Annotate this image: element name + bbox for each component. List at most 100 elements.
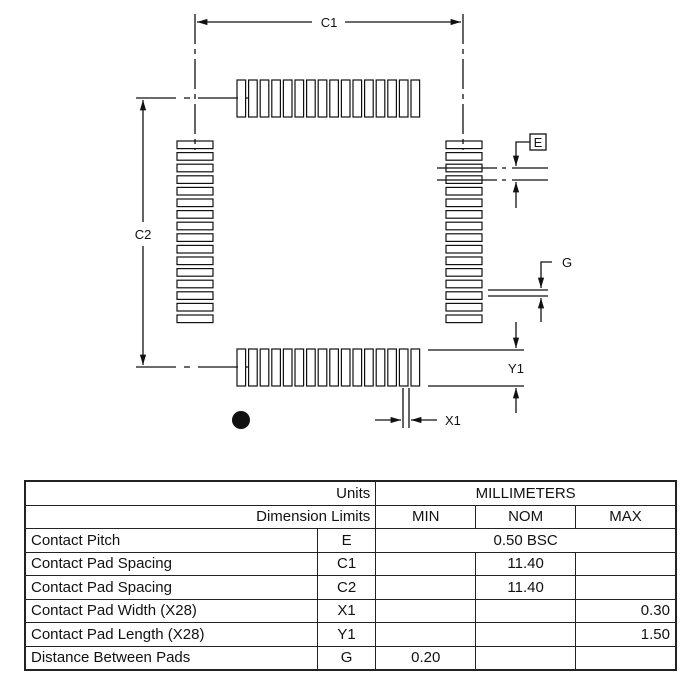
row-max: 0.30 bbox=[575, 598, 677, 623]
limits-label: Dimension Limits bbox=[24, 504, 377, 529]
pad-bottom bbox=[236, 348, 247, 387]
pad-left bbox=[176, 279, 214, 289]
pad-left bbox=[176, 233, 214, 243]
pad-bottom bbox=[352, 348, 363, 387]
pad-left bbox=[176, 210, 214, 219]
pad-left bbox=[176, 198, 214, 208]
row-min bbox=[375, 622, 477, 647]
pad-top bbox=[259, 79, 270, 118]
pad-right bbox=[445, 302, 483, 312]
pad-right bbox=[445, 140, 483, 150]
table-row: Contact Pad Width (X28) X1 0.30 bbox=[24, 598, 677, 623]
pad-bottom bbox=[375, 348, 386, 387]
row-symbol: C2 bbox=[316, 575, 377, 600]
pad-top bbox=[387, 79, 397, 118]
pad-bottom bbox=[271, 348, 281, 387]
label-e: E bbox=[534, 135, 543, 150]
row-symbol: C1 bbox=[316, 551, 377, 576]
pad-top bbox=[236, 79, 247, 118]
table-row: Contact Pitch E 0.50 BSC bbox=[24, 528, 677, 553]
col-nom: NOM bbox=[475, 504, 577, 529]
pad-right bbox=[445, 279, 483, 289]
pad-bottom bbox=[364, 348, 374, 387]
pad-top bbox=[282, 79, 293, 118]
row-name: Contact Pad Spacing bbox=[24, 551, 318, 576]
pad-bottom bbox=[306, 348, 316, 387]
pad-right bbox=[445, 314, 483, 324]
pad-top bbox=[306, 79, 316, 118]
pad-left bbox=[176, 221, 214, 231]
pad-bottom bbox=[317, 348, 328, 387]
row-min bbox=[375, 598, 477, 623]
pad-bottom bbox=[340, 348, 351, 387]
pad-top bbox=[352, 79, 363, 118]
land-pattern-diagram: C1 C2 E G Y1 X1 bbox=[135, 14, 572, 429]
pad-top bbox=[271, 79, 281, 118]
row-nom bbox=[475, 645, 577, 671]
pad-left bbox=[176, 152, 214, 161]
pad-left bbox=[176, 186, 214, 196]
table-header-limits: Dimension Limits MIN NOM MAX bbox=[24, 504, 677, 529]
pad-left bbox=[176, 268, 214, 277]
row-symbol: G bbox=[316, 645, 377, 671]
pad-top bbox=[398, 79, 409, 118]
dimension-lines bbox=[136, 14, 552, 428]
row-nom bbox=[475, 598, 577, 623]
col-max: MAX bbox=[575, 504, 677, 529]
label-c1: C1 bbox=[321, 15, 338, 30]
pad-left bbox=[176, 163, 214, 173]
pad-bottom bbox=[387, 348, 397, 387]
pad-right bbox=[445, 268, 483, 277]
pad-left bbox=[176, 314, 214, 324]
row-nom: 11.40 bbox=[475, 575, 577, 600]
pad-right bbox=[445, 210, 483, 219]
pad-left bbox=[176, 302, 214, 312]
row-max bbox=[575, 645, 677, 671]
col-min: MIN bbox=[375, 504, 477, 529]
row-value: 0.50 BSC bbox=[375, 528, 677, 553]
table-row: Contact Pad Length (X28) Y1 1.50 bbox=[24, 622, 677, 647]
table-row: Contact Pad Spacing C2 11.40 bbox=[24, 575, 677, 600]
row-name: Distance Between Pads bbox=[24, 645, 318, 671]
label-y1: Y1 bbox=[508, 361, 524, 376]
label-x1: X1 bbox=[445, 413, 461, 428]
pad-right bbox=[445, 221, 483, 231]
pad-top bbox=[329, 79, 339, 118]
label-g: G bbox=[562, 255, 572, 270]
row-max bbox=[575, 551, 677, 576]
pad-bottom bbox=[398, 348, 409, 387]
pad-right bbox=[445, 198, 483, 208]
row-name: Contact Pad Width (X28) bbox=[24, 598, 318, 623]
row-name: Contact Pad Spacing bbox=[24, 575, 318, 600]
pad-top bbox=[410, 79, 421, 118]
pads bbox=[176, 79, 483, 387]
row-symbol: E bbox=[316, 528, 377, 553]
pad-top bbox=[317, 79, 328, 118]
pad-top bbox=[340, 79, 351, 118]
row-symbol: X1 bbox=[316, 598, 377, 623]
units-value: MILLIMETERS bbox=[375, 480, 677, 506]
pad-right bbox=[445, 256, 483, 266]
label-c2: C2 bbox=[135, 227, 152, 242]
row-min: 0.20 bbox=[375, 645, 477, 671]
pad-bottom bbox=[259, 348, 270, 387]
pad-bottom bbox=[294, 348, 305, 387]
table-header-units: Units MILLIMETERS bbox=[24, 480, 677, 506]
pad-top bbox=[375, 79, 386, 118]
dimensions-table: Units MILLIMETERS Dimension Limits MIN N… bbox=[24, 480, 677, 671]
pad-bottom bbox=[329, 348, 339, 387]
pad-left bbox=[176, 256, 214, 266]
row-nom: 11.40 bbox=[475, 551, 577, 576]
row-name: Contact Pitch bbox=[24, 528, 318, 553]
pad-bottom bbox=[282, 348, 293, 387]
table-row: Contact Pad Spacing C1 11.40 bbox=[24, 551, 677, 576]
row-max bbox=[575, 575, 677, 600]
pad-bottom bbox=[410, 348, 421, 387]
row-max: 1.50 bbox=[575, 622, 677, 647]
row-min bbox=[375, 551, 477, 576]
row-nom bbox=[475, 622, 577, 647]
units-label: Units bbox=[24, 480, 377, 506]
pad-top bbox=[364, 79, 374, 118]
table-row: Distance Between Pads G 0.20 bbox=[24, 645, 677, 671]
pin1-indicator-dot bbox=[232, 411, 250, 429]
